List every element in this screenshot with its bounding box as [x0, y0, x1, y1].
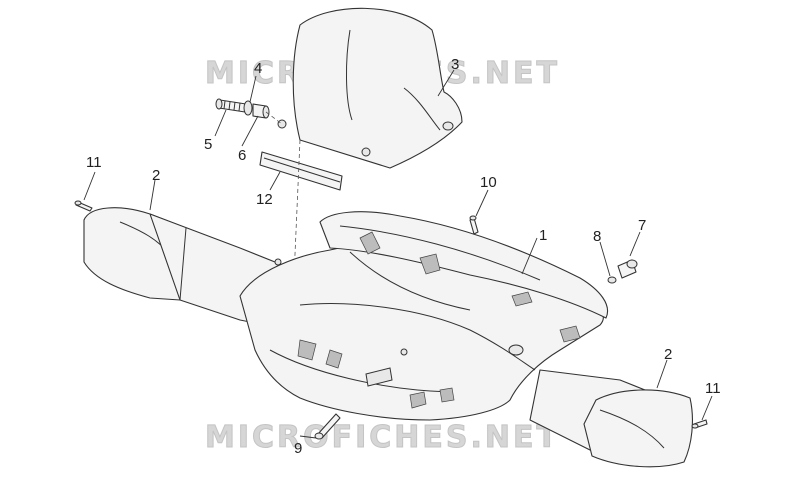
part-2-right-cover [529, 369, 693, 468]
callout-8: 8 [593, 228, 601, 245]
part-10-screw [469, 215, 479, 235]
callout-9: 9 [294, 440, 302, 457]
callout-2-right: 2 [664, 346, 672, 363]
part-7-screw [617, 259, 638, 279]
callout-3: 3 [451, 56, 459, 73]
part-6-spacer [252, 103, 270, 119]
callout-11-left: 11 [86, 154, 102, 171]
callout-11-right: 11 [705, 380, 721, 397]
alignment-line-screw [265, 111, 283, 125]
part-1-handlebar-cover [239, 211, 608, 421]
part-12-strip [259, 151, 343, 191]
leader-lines [83, 69, 713, 439]
part-3-windscreen [277, 7, 463, 169]
part-5-screw [215, 98, 247, 113]
callout-5: 5 [204, 136, 212, 153]
callout-4: 4 [254, 60, 262, 77]
callout-1: 1 [539, 227, 547, 244]
part-9-screw [314, 413, 341, 440]
callout-12: 12 [256, 191, 273, 208]
watermark-bottom: MICROFICHES.NET [205, 420, 560, 455]
part-4-washer [243, 100, 253, 116]
part-11-right-screw [691, 419, 708, 429]
part-11-left-screw [74, 200, 93, 212]
callout-6: 6 [238, 147, 246, 164]
callout-2-left: 2 [152, 167, 160, 184]
callout-10: 10 [480, 174, 497, 191]
callout-7: 7 [638, 217, 646, 234]
part-8-washer [607, 276, 617, 284]
